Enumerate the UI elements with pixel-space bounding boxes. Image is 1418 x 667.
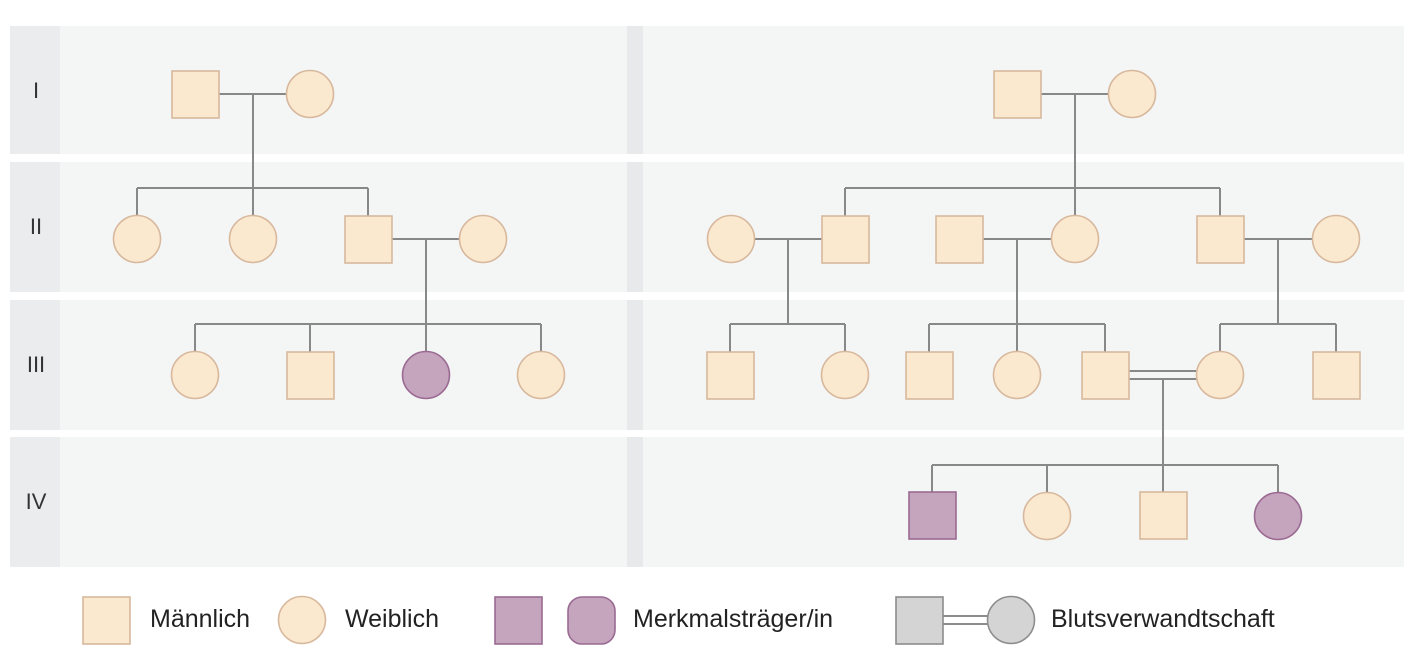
female-individual xyxy=(458,214,508,264)
affected-male-individual xyxy=(908,491,957,540)
panel-divider-4 xyxy=(627,437,643,567)
line-right-IV-drops xyxy=(931,465,1279,492)
legend-male-symbol xyxy=(82,596,131,645)
female-individual xyxy=(112,214,162,264)
pedigree-lines xyxy=(136,93,1337,492)
female-individual xyxy=(516,350,566,400)
female-individual xyxy=(285,69,335,119)
label-column-1 xyxy=(10,26,60,154)
generation-label-2: II xyxy=(30,214,42,239)
male-individual xyxy=(821,215,870,264)
female-individual xyxy=(1107,69,1157,119)
female-individual xyxy=(992,350,1042,400)
line-left-III-drops xyxy=(194,324,542,352)
label-column-3 xyxy=(10,300,60,430)
legend-female-symbol xyxy=(277,595,327,645)
male-individual xyxy=(1081,351,1130,400)
legend-affected-male-symbol xyxy=(494,596,543,645)
legend: Männlich Weiblich Merkmalsträger/in Blut… xyxy=(82,595,1275,645)
row-background-2 xyxy=(10,162,1404,292)
female-individual xyxy=(1050,214,1100,264)
male-individual xyxy=(1139,491,1188,540)
female-individual xyxy=(820,350,870,400)
panel-divider-2 xyxy=(627,162,643,292)
legend-consanguinity-double-line xyxy=(943,615,988,625)
male-individual xyxy=(1312,351,1361,400)
line-right-IIIc-sibship xyxy=(1219,323,1337,352)
affected-female-individual xyxy=(401,350,451,400)
male-individual xyxy=(905,351,954,400)
line-left-II-drops xyxy=(136,188,369,216)
female-individual xyxy=(1311,214,1361,264)
male-individual xyxy=(344,215,393,264)
legend-female-label: Weiblich xyxy=(345,605,439,633)
line-right-IIIa-sibship xyxy=(729,323,846,352)
male-individual xyxy=(706,351,755,400)
row-background-1 xyxy=(10,26,1404,154)
female-individual xyxy=(170,350,220,400)
legend-consanguinity-female-symbol xyxy=(986,595,1036,645)
generation-label-1: I xyxy=(33,78,39,103)
individuals xyxy=(112,69,1361,541)
male-individual xyxy=(935,215,984,264)
male-individual xyxy=(171,70,220,119)
legend-affected-female-symbol xyxy=(567,596,616,645)
generation-rows: I II III IV xyxy=(10,26,1404,567)
female-individual xyxy=(1022,491,1072,541)
label-column-2 xyxy=(10,162,60,292)
legend-consanguinity-label: Blutsverwandtschaft xyxy=(1051,605,1275,633)
female-individual xyxy=(228,214,278,264)
line-right-IIIb-sibship xyxy=(928,323,1106,352)
legend-male-label: Männlich xyxy=(150,605,250,633)
panel-divider-1 xyxy=(627,26,643,154)
panel-divider-3 xyxy=(627,300,643,430)
legend-affected-label: Merkmalsträger/in xyxy=(633,605,833,633)
male-individual xyxy=(286,351,335,400)
label-column-4 xyxy=(10,437,60,567)
female-individual xyxy=(706,214,756,264)
female-individual xyxy=(1195,350,1245,400)
male-individual xyxy=(1196,215,1245,264)
affected-female-individual xyxy=(1253,491,1303,541)
legend-consanguinity-male-symbol xyxy=(895,596,944,645)
generation-label-4: IV xyxy=(26,489,47,514)
male-individual xyxy=(993,70,1042,119)
line-right-II-drops xyxy=(844,188,1221,216)
row-background-4 xyxy=(10,437,1404,567)
generation-label-3: III xyxy=(27,352,45,377)
